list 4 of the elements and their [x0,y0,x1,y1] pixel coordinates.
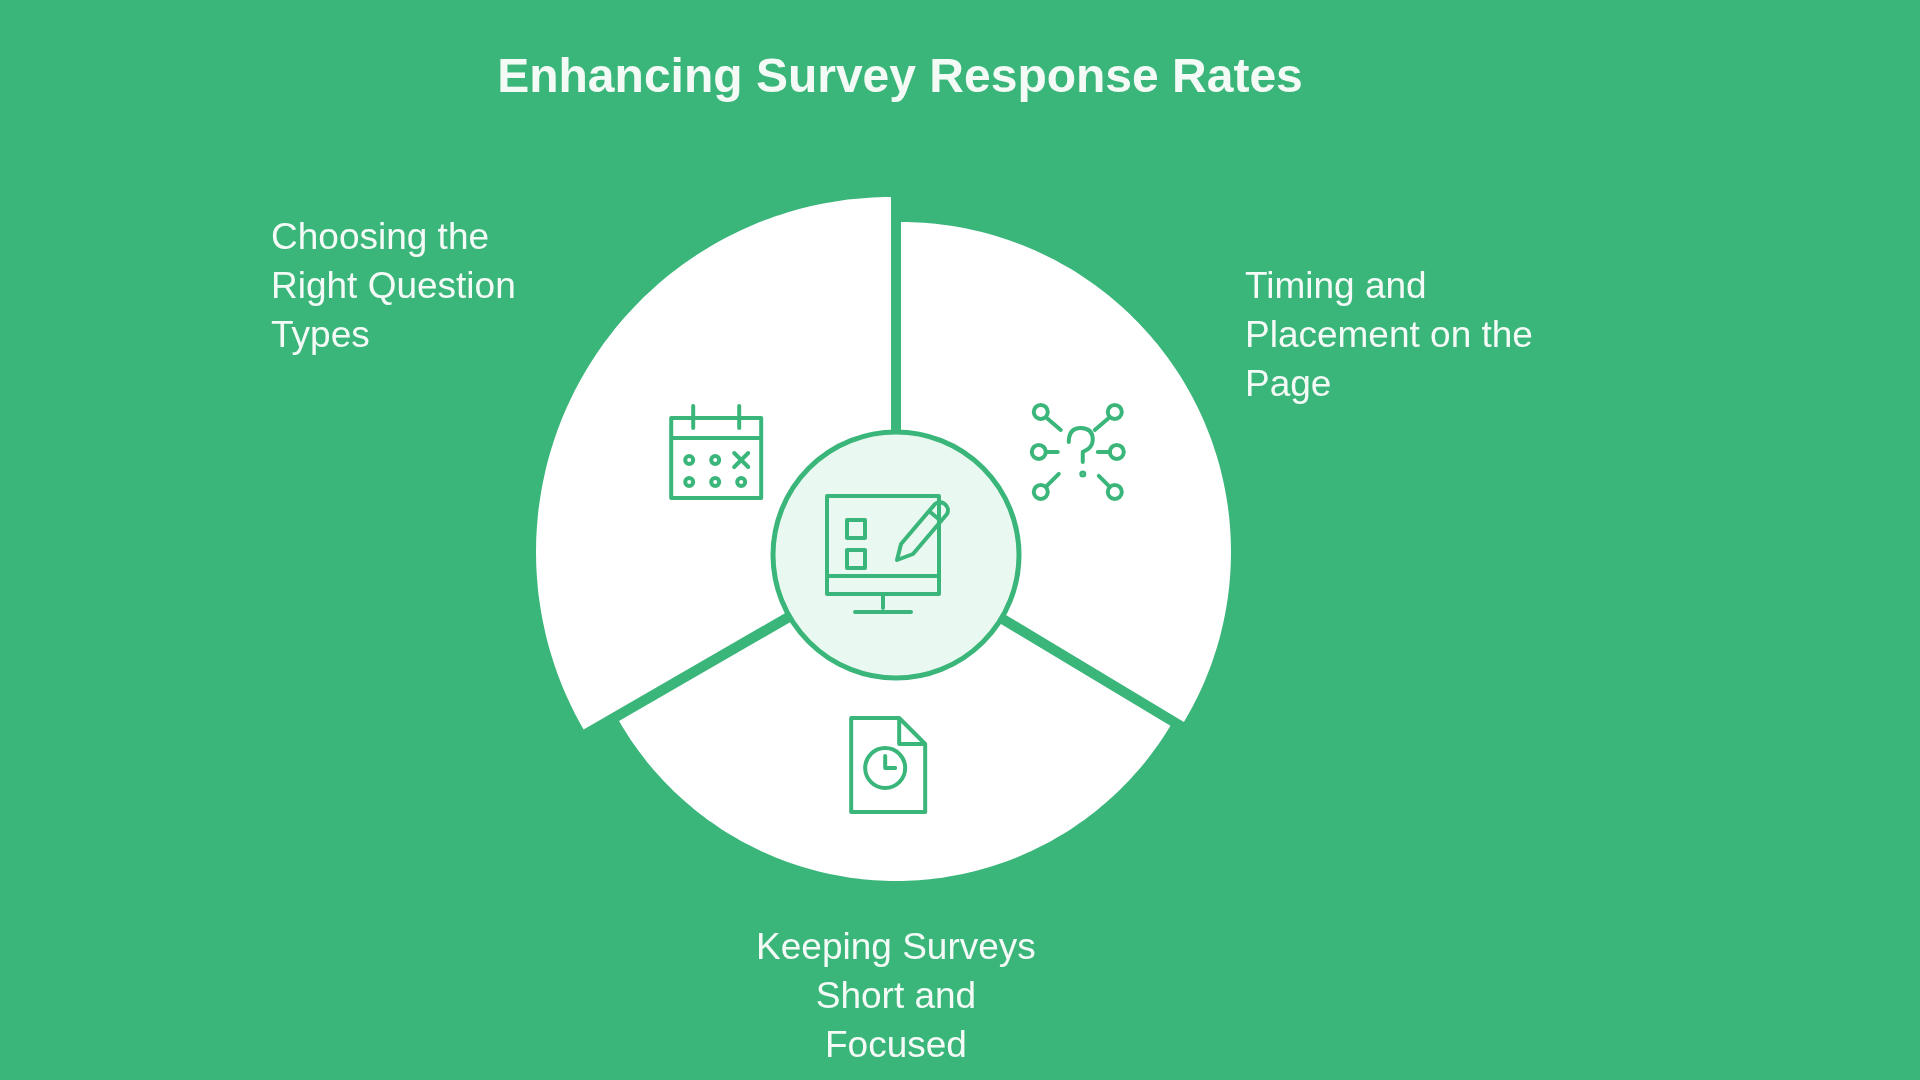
segment-label: Choosing the Right Question Types [271,215,517,357]
segment-label: Keeping Surveys Short and Focused [755,925,1037,1067]
title: Enhancing Survey Response Rates [496,48,1304,103]
segment-label: Timing and Placement on the Page [1245,264,1534,406]
